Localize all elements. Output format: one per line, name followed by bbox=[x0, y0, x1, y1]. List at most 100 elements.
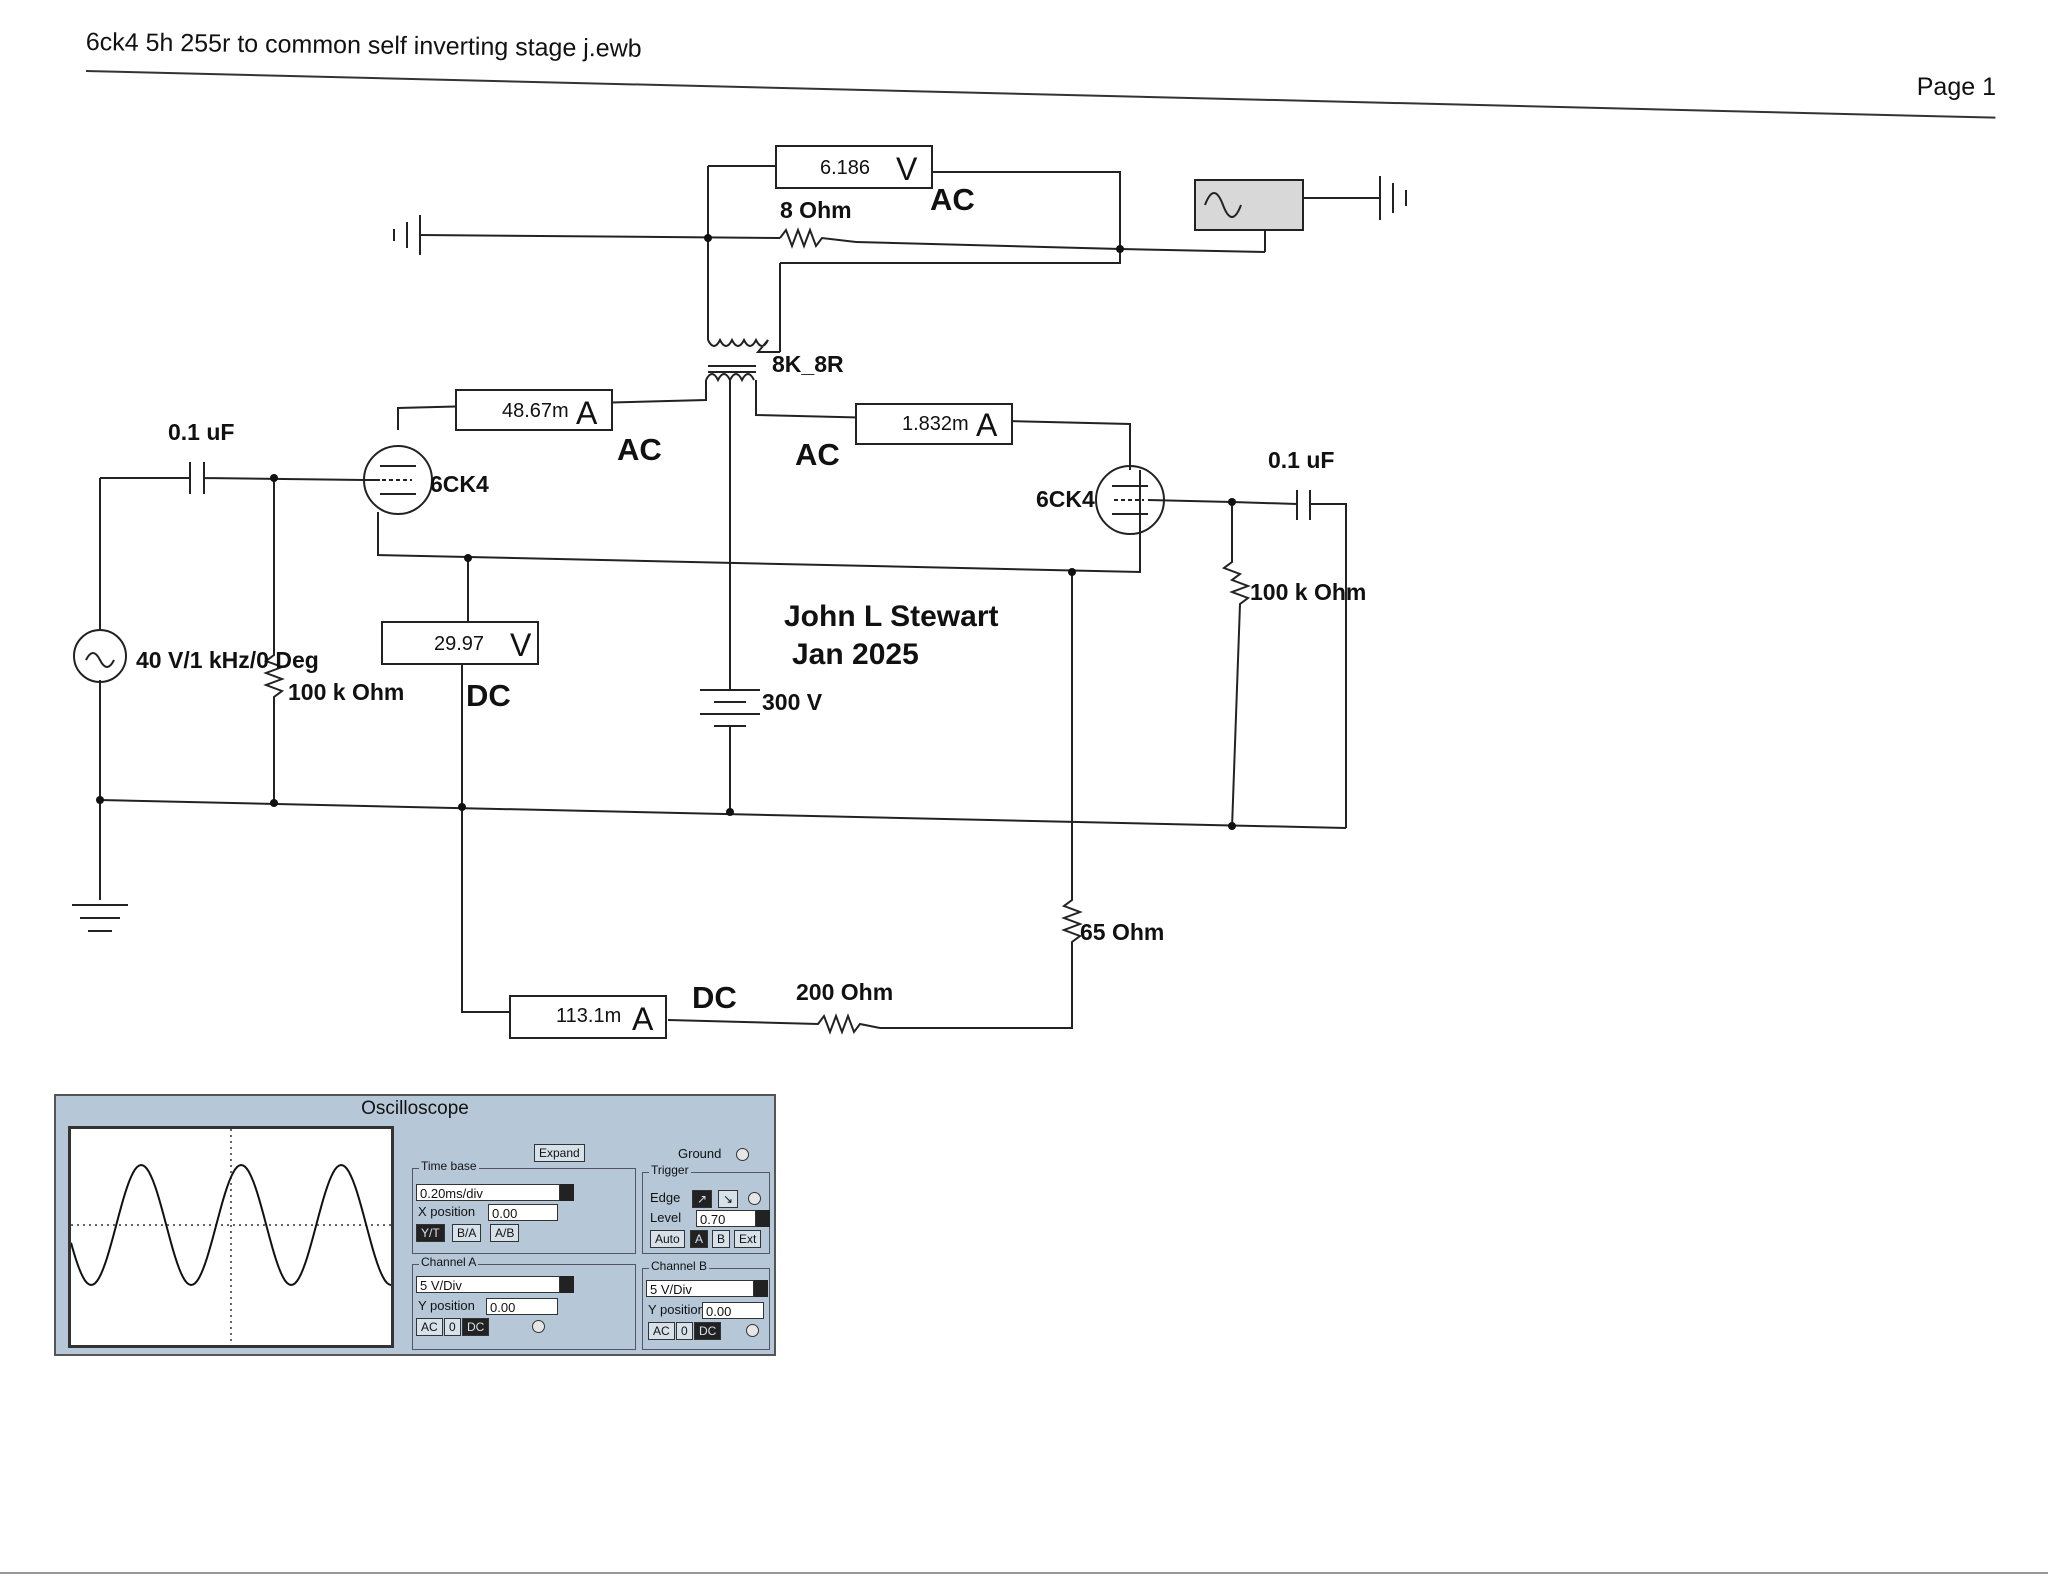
channel-a-zero-button[interactable]: 0 bbox=[444, 1318, 461, 1336]
res-200-label: 200 Ohm bbox=[796, 979, 893, 1005]
transformer-primary bbox=[705, 373, 755, 383]
time-base-spinner[interactable] bbox=[560, 1184, 574, 1201]
author-name: John L Stewart bbox=[784, 600, 998, 633]
res-65-label: 65 Ohm bbox=[1080, 919, 1164, 945]
wire-top-left bbox=[419, 234, 781, 239]
cathode-voltmeter-value: 29.97 bbox=[434, 633, 484, 655]
time-base-select[interactable]: 0.20ms/div bbox=[416, 1184, 560, 1201]
top-voltmeter-unit: V bbox=[896, 151, 918, 187]
ground-terminal[interactable] bbox=[736, 1148, 749, 1161]
channel-b-group: Channel B bbox=[642, 1259, 770, 1350]
right-ammeter-unit: A bbox=[976, 407, 998, 443]
wire-meter-right bbox=[932, 171, 1121, 249]
oscilloscope-panel: Oscilloscope Expand Ground Time base 0.2… bbox=[54, 1094, 776, 1356]
yt-mode-button[interactable]: Y/T bbox=[416, 1224, 445, 1242]
right-ammeter-box bbox=[855, 403, 1013, 445]
bottom-ammeter-mode: DC bbox=[692, 980, 737, 1015]
oscilloscope-title: Oscilloscope bbox=[361, 1098, 469, 1119]
top-voltmeter-value: 6.186 bbox=[820, 157, 870, 179]
channel-b-terminal[interactable] bbox=[746, 1324, 759, 1337]
channel-a-y-position-label: Y position bbox=[418, 1298, 475, 1313]
right-grid-resistor bbox=[1221, 502, 1251, 829]
channel-a-terminal[interactable] bbox=[532, 1320, 545, 1333]
ground-label: Ground bbox=[678, 1146, 722, 1161]
trigger-a-button[interactable]: A bbox=[690, 1230, 709, 1248]
ground-symbol-top bbox=[393, 215, 421, 255]
battery-label: 300 V bbox=[762, 689, 823, 715]
right-tube-elements bbox=[1112, 485, 1233, 515]
bottom-ammeter-unit: A bbox=[632, 1001, 654, 1037]
load-resistor-label: 8 Ohm bbox=[780, 197, 852, 223]
channel-b-scale-spinner[interactable] bbox=[754, 1280, 768, 1297]
trigger-level-spinner[interactable] bbox=[756, 1210, 770, 1227]
res-8-ohm bbox=[779, 227, 857, 249]
level-label: Level bbox=[650, 1210, 682, 1225]
right-input-cap bbox=[1231, 490, 1347, 828]
edge-rising-button[interactable]: ↗ bbox=[692, 1190, 713, 1208]
right-ammeter-value: 1.832m bbox=[902, 413, 969, 435]
page-header: 6ck4 5h 255r to common self inverting st… bbox=[86, 28, 1996, 119]
left-ammeter-value: 48.67m bbox=[502, 400, 569, 422]
ba-mode-button[interactable]: B/A bbox=[452, 1224, 482, 1242]
author-date: Jan 2025 bbox=[792, 638, 919, 671]
channel-a-scale-select[interactable]: 5 V/Div bbox=[416, 1276, 560, 1293]
cathode-voltmeter-box bbox=[381, 621, 539, 665]
expand-button[interactable]: Expand bbox=[534, 1144, 585, 1162]
x-position-label: X position bbox=[418, 1204, 476, 1219]
channel-b-ac-button[interactable]: AC bbox=[648, 1322, 675, 1340]
ground-symbol-left bbox=[72, 904, 128, 932]
channel-b-scale-select[interactable]: 5 V/Div bbox=[646, 1280, 754, 1297]
cathode-voltmeter-mode: DC bbox=[466, 678, 511, 713]
page-number: Page 1 bbox=[1916, 73, 1996, 101]
ground-symbol-right bbox=[1375, 176, 1407, 220]
oscilloscope-screen bbox=[68, 1126, 394, 1348]
channel-b-zero-button[interactable]: 0 bbox=[676, 1322, 693, 1340]
ab-mode-button[interactable]: A/B bbox=[490, 1224, 520, 1242]
wire-top-right bbox=[780, 241, 1121, 264]
top-voltmeter-box bbox=[775, 145, 933, 189]
bottom-ammeter-box bbox=[509, 995, 667, 1039]
cathode-voltmeter-unit: V bbox=[510, 627, 532, 663]
battery-300v bbox=[700, 689, 760, 727]
ac-source-wave bbox=[85, 652, 115, 668]
right-tube-label: 6CK4 bbox=[1036, 486, 1095, 512]
edge-falling-button[interactable]: ↘ bbox=[718, 1190, 739, 1208]
x-position-input[interactable]: 0.00 bbox=[488, 1204, 558, 1221]
left-tube-label: 6CK4 bbox=[430, 471, 489, 497]
trigger-auto-button[interactable]: Auto bbox=[650, 1230, 685, 1248]
top-voltmeter-mode: AC bbox=[930, 182, 975, 217]
channel-a-scale-spinner[interactable] bbox=[560, 1276, 574, 1293]
right-grid-res-label: 100 k Ohm bbox=[1250, 579, 1366, 605]
trigger-b-button[interactable]: B bbox=[712, 1230, 731, 1248]
trigger-ext-button[interactable]: Ext bbox=[734, 1230, 762, 1248]
channel-a-dc-button[interactable]: DC bbox=[462, 1318, 490, 1336]
channel-b-dc-button[interactable]: DC bbox=[694, 1322, 722, 1340]
scope-icon bbox=[1194, 179, 1304, 231]
right-cap-label: 0.1 uF bbox=[1268, 447, 1334, 473]
ac-source-symbol bbox=[73, 629, 127, 683]
channel-a-ac-button[interactable]: AC bbox=[416, 1318, 443, 1336]
left-tube-elements bbox=[364, 465, 416, 495]
transformer-secondary bbox=[707, 337, 780, 353]
page-bottom-rule bbox=[0, 1572, 2048, 1574]
channel-b-y-position-label: Y position bbox=[648, 1302, 705, 1317]
right-ammeter-mode: AC bbox=[795, 437, 840, 472]
left-cap-label: 0.1 uF bbox=[168, 419, 234, 445]
left-ammeter-unit: A bbox=[576, 395, 598, 431]
res-65-ohm bbox=[880, 572, 1083, 1029]
trigger-level-input[interactable]: 0.70 bbox=[696, 1210, 756, 1227]
res-200-ohm bbox=[667, 1013, 881, 1035]
left-ammeter-box bbox=[455, 389, 613, 431]
ground-rail bbox=[99, 799, 1347, 829]
left-grid-res-label: 100 k Ohm bbox=[288, 679, 404, 705]
scope-icon-wave bbox=[1204, 192, 1242, 218]
oscilloscope-trace bbox=[71, 1163, 391, 1287]
channel-b-y-position-input[interactable]: 0.00 bbox=[702, 1302, 764, 1319]
channel-a-y-position-input[interactable]: 0.00 bbox=[486, 1298, 558, 1315]
wire-cathodes bbox=[377, 470, 1141, 574]
trigger-terminal[interactable] bbox=[748, 1192, 761, 1205]
transformer-label: 8K_8R bbox=[772, 351, 844, 377]
source-label: 40 V/1 kHz/0 Deg bbox=[136, 647, 319, 673]
channel-a-group: Channel A bbox=[412, 1255, 636, 1350]
